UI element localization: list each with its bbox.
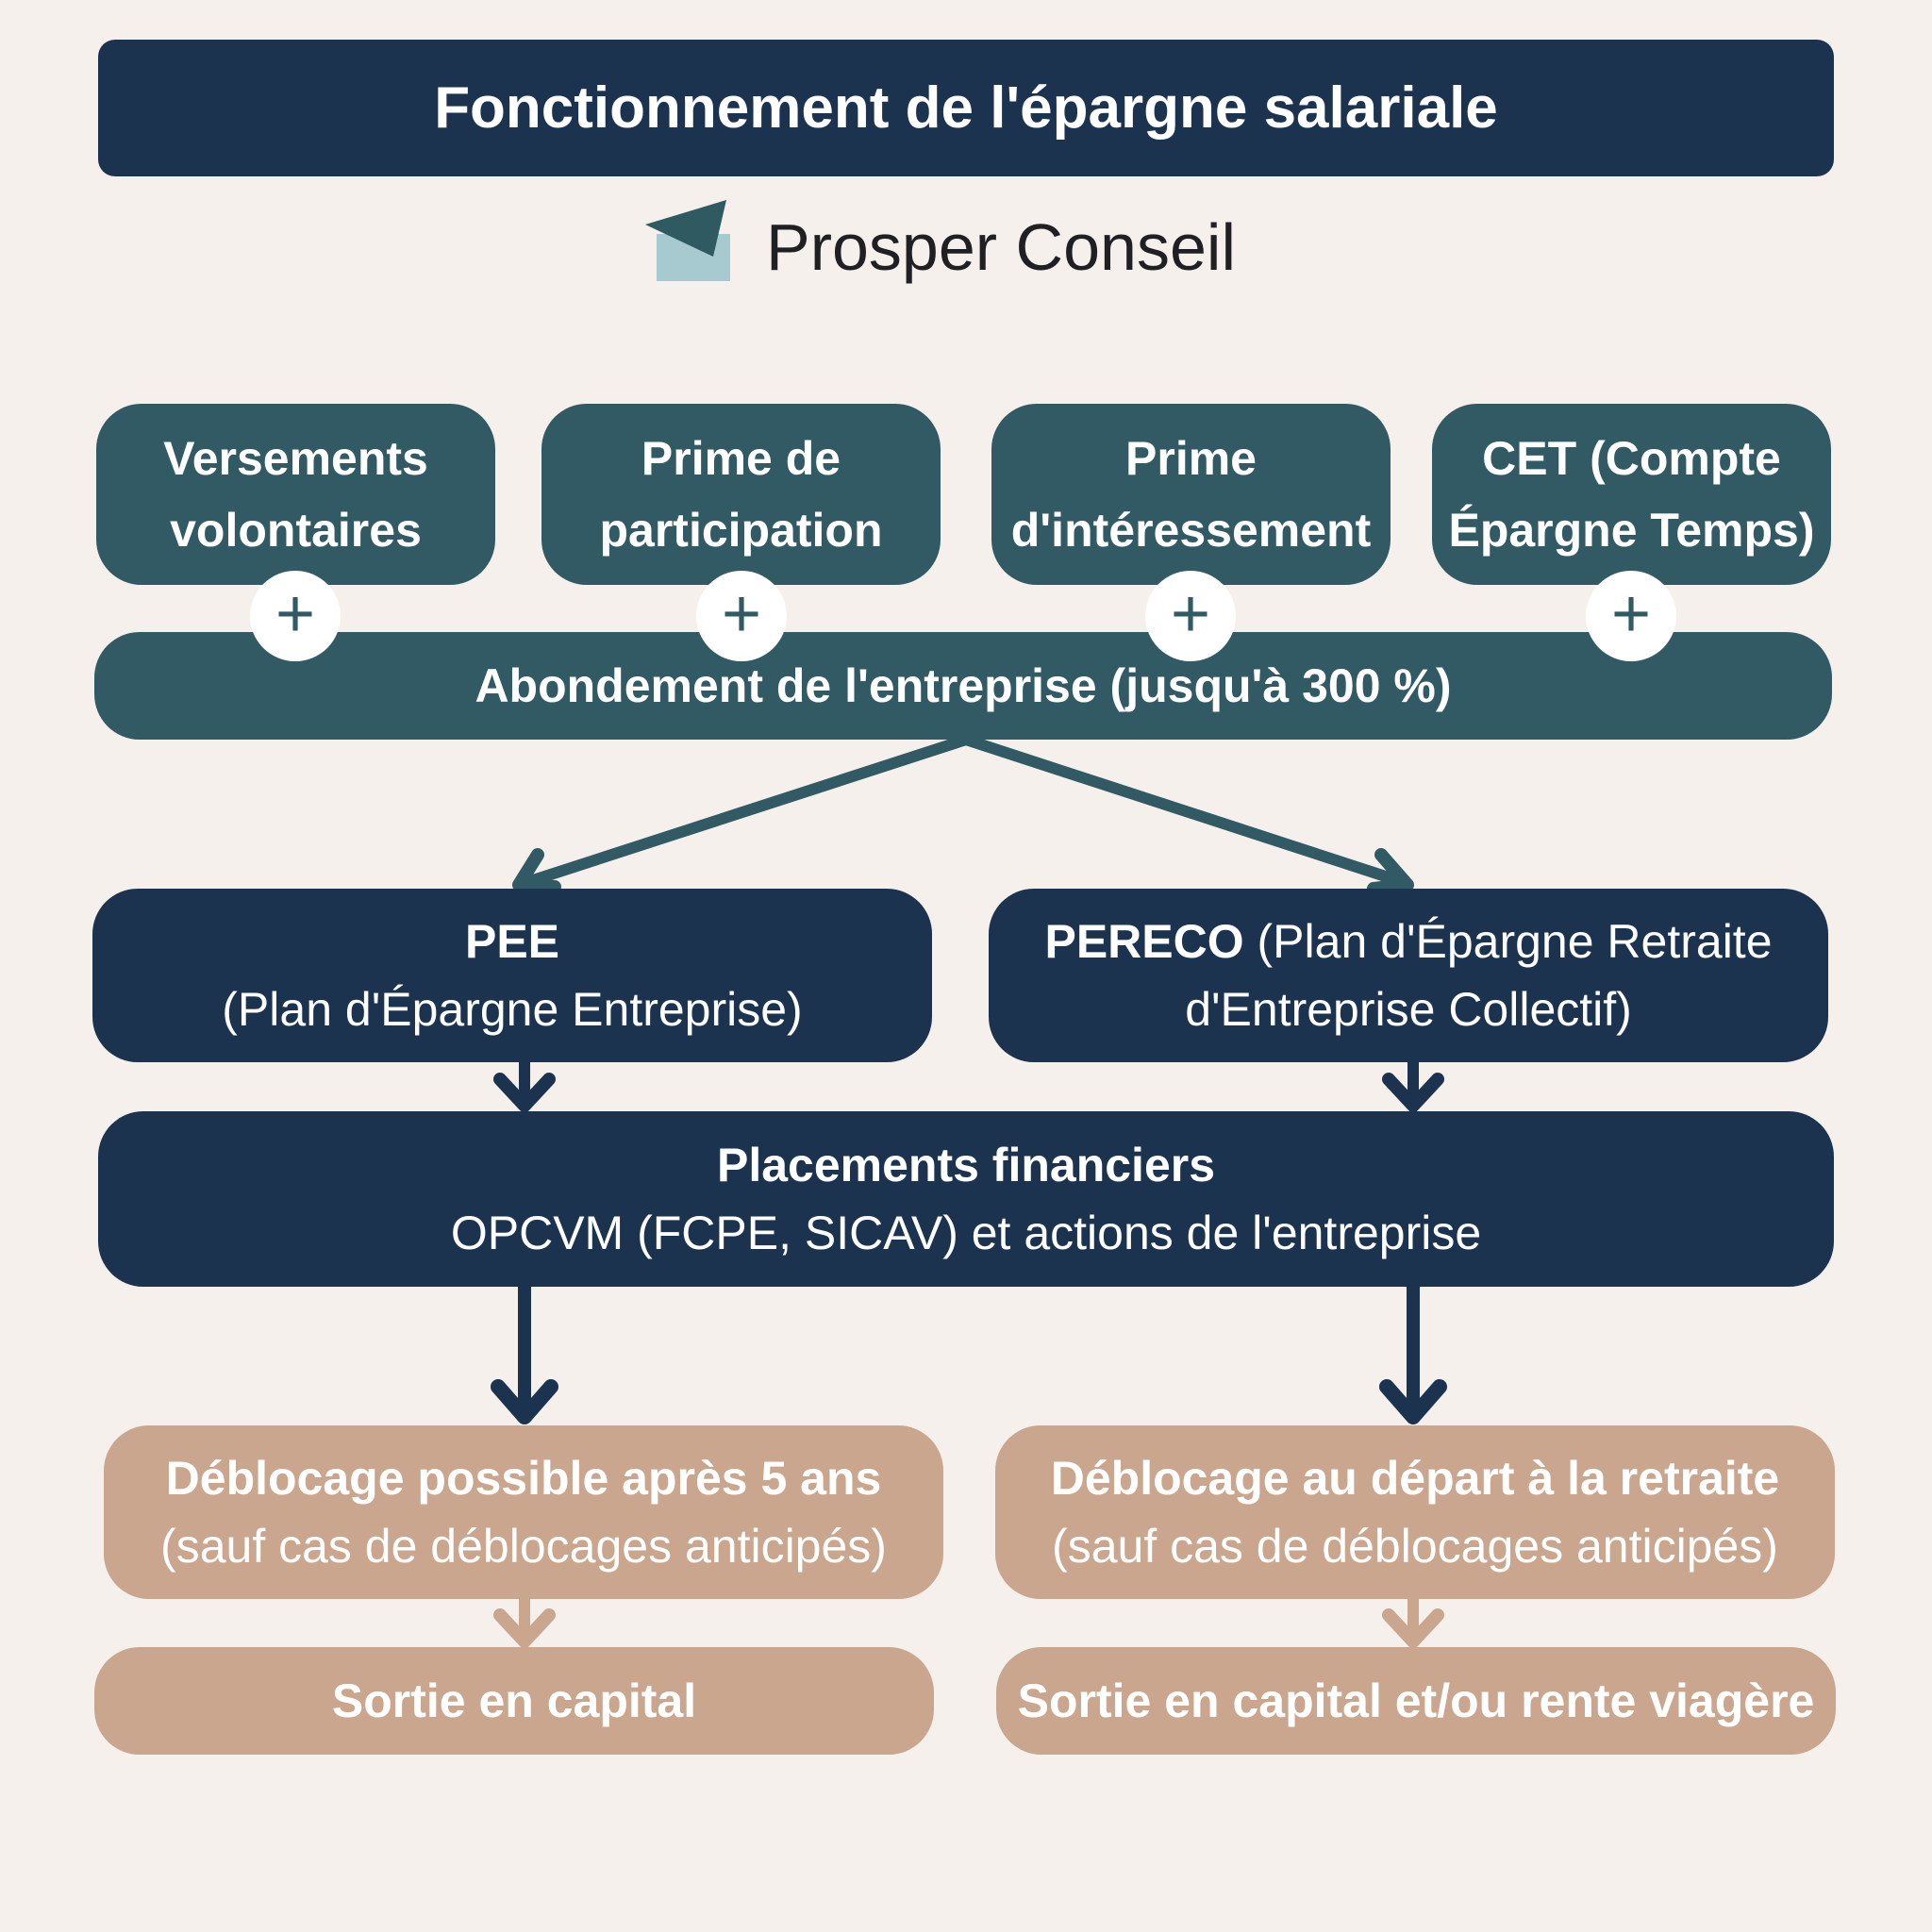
source-cet: CET (Compte Épargne Temps) [1432,404,1831,585]
plan-pee-full: (Plan d'Épargne Entreprise) [222,983,803,1036]
source-label-line1: Versements [163,432,428,485]
placements-detail: OPCVM (FCPE, SICAV) et actions de l'entr… [450,1207,1482,1259]
page-title-text: Fonctionnement de l'épargne salariale [434,75,1498,141]
page-title: Fonctionnement de l'épargne salariale [98,40,1834,176]
plus-icon: + [1586,571,1676,661]
source-versements-volontaires: Versements volontaires [96,404,495,585]
brand-logo: Prosper Conseil [641,196,1302,291]
placements-financiers: Placements financiers OPCVM (FCPE, SICAV… [98,1111,1834,1287]
arrowhead-pee [512,848,561,893]
deblocage-title: Déblocage au départ à la retraite [1050,1452,1780,1505]
source-label-line2: volontaires [170,504,422,557]
mortarboard-envelope-icon [645,200,730,281]
arrow-abondement-to-pee [519,734,972,889]
arrowhead-sortie-1 [493,1608,556,1648]
sortie-pee: Sortie en capital [94,1647,934,1755]
plan-pereco-full-part1: (Plan d'Épargne Retraite [1243,915,1773,968]
plan-pereco: PERECO (Plan d'Épargne Retraite d'Entrep… [989,889,1828,1062]
sortie-pereco: Sortie en capital et/ou rente viagère [996,1647,1836,1755]
source-label-line2: participation [599,504,883,557]
plan-pereco-line1: PERECO (Plan d'Épargne Retraite [1044,908,1772,975]
placements-title: Placements financiers [716,1139,1216,1191]
deblocage-pereco: Déblocage au départ à la retraite (sauf … [995,1425,1835,1599]
arrowhead-pereco [1367,848,1414,895]
arrowhead-deblocage-1 [491,1379,558,1424]
source-label-line2: d'intéressement [1010,504,1372,557]
source-label-line1: CET (Compte [1482,432,1781,485]
deblocage-note: (sauf cas de déblocages anticipés) [160,1520,887,1573]
sortie-label: Sortie en capital [331,1674,697,1727]
sortie-label: Sortie en capital et/ou rente viagère [1017,1674,1815,1727]
plus-icon: + [250,571,341,661]
plus-icon: + [696,571,787,661]
abondement-label: Abondement de l'entreprise (jusqu'à 300 … [475,659,1452,712]
plan-pereco-full-part2: d'Entreprise Collectif) [1185,983,1632,1036]
arrowhead-sortie-2 [1382,1608,1444,1648]
plus-icon: + [1145,571,1236,661]
source-label-line1: Prime [1125,432,1257,485]
deblocage-note: (sauf cas de déblocages anticipés) [1052,1520,1778,1573]
brand-name: Prosper Conseil [766,210,1236,284]
deblocage-title: Déblocage possible après 5 ans [165,1452,882,1505]
source-prime-interessement: Prime d'intéressement [991,404,1391,585]
source-label-line2: Épargne Temps) [1448,504,1815,557]
plan-pee-acronym: PEE [464,915,560,968]
deblocage-pee: Déblocage possible après 5 ans (sauf cas… [104,1425,943,1599]
arrowhead-pereco-placements [1382,1073,1444,1112]
arrowhead-pee-placements [493,1073,556,1112]
abondement-bar: Abondement de l'entreprise (jusqu'à 300 … [94,632,1832,740]
source-label-line1: Prime de [641,432,841,485]
plan-pereco-acronym: PERECO [1044,915,1244,968]
arrowhead-deblocage-2 [1379,1379,1447,1424]
source-prime-participation: Prime de participation [541,404,941,585]
arrow-abondement-to-pereco [960,734,1411,889]
plan-pee: PEE (Plan d'Épargne Entreprise) [92,889,932,1062]
